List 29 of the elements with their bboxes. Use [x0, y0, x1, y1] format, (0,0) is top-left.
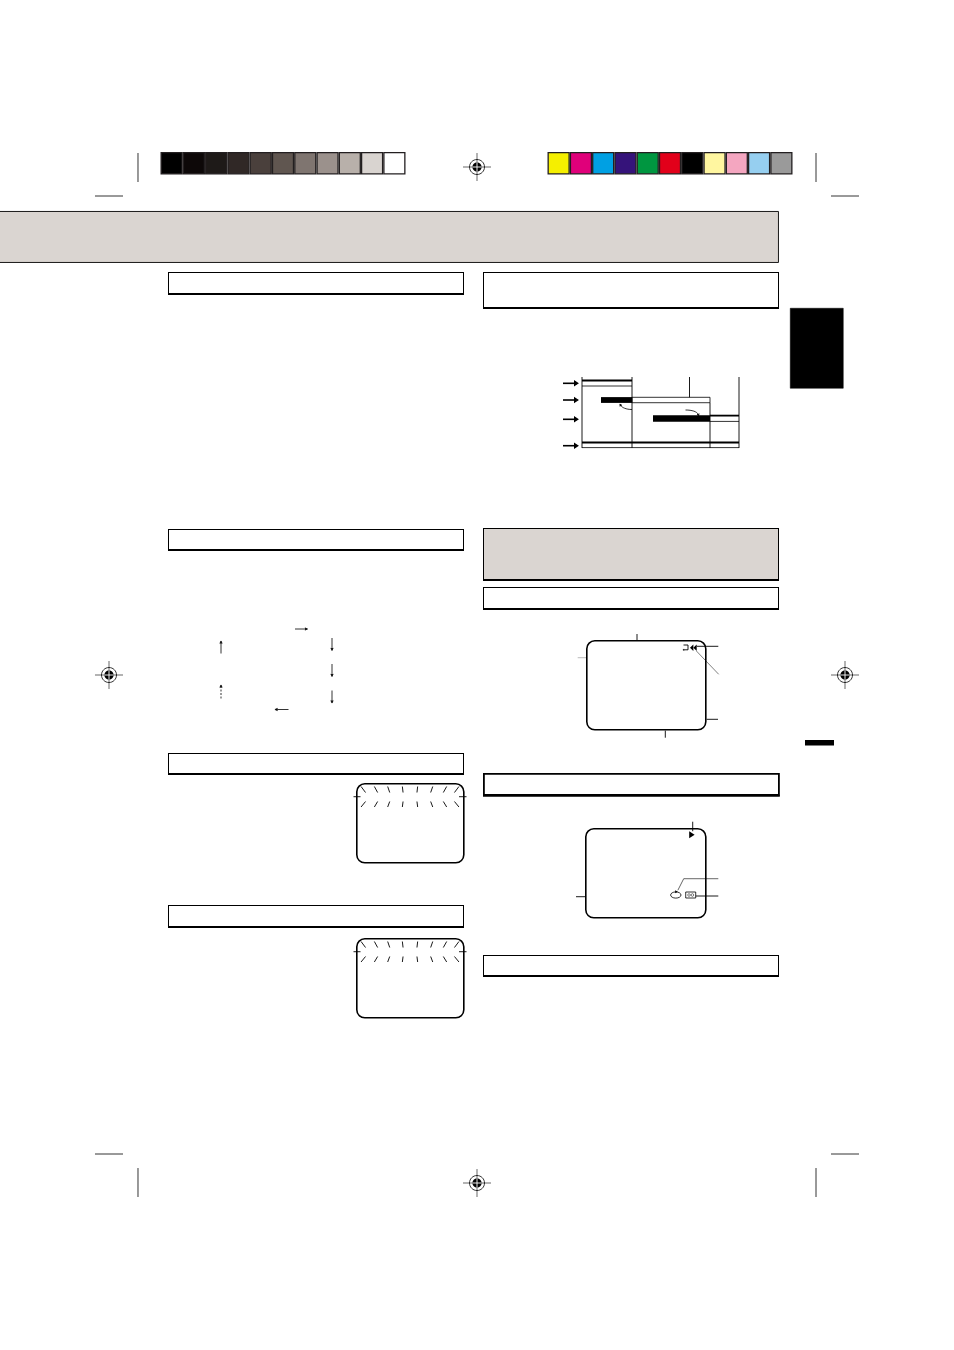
- leader-line: [695, 895, 719, 897]
- title-band: [0, 211, 779, 263]
- leader-line: [575, 896, 586, 898]
- tv-screen: [356, 783, 465, 864]
- cassette-icon: [685, 891, 697, 899]
- section-tab: [790, 308, 844, 389]
- heading-box: [482, 272, 780, 309]
- heading-box: [482, 773, 781, 797]
- heading-box: [167, 753, 465, 775]
- heading-box: [482, 587, 780, 610]
- tv-screen: [586, 640, 707, 731]
- leader-line: [696, 645, 719, 647]
- rewind-icon: [690, 644, 697, 651]
- heading-box: [167, 905, 465, 928]
- heading-box: [167, 529, 465, 551]
- play-icon: [689, 831, 695, 839]
- tv-screen: [356, 938, 465, 1019]
- leader-line: [664, 730, 666, 739]
- heading-box: [482, 955, 780, 977]
- repeat-icon: [670, 890, 682, 899]
- heading-box: [482, 528, 780, 581]
- tv-screen: [585, 828, 707, 919]
- heading-box: [167, 272, 465, 295]
- leader-line: [706, 718, 719, 720]
- leader-line: [677, 878, 719, 891]
- leader-line: [577, 657, 587, 658]
- leader-line: [692, 821, 694, 832]
- leader-line: [636, 633, 638, 641]
- leader-line: [696, 650, 719, 675]
